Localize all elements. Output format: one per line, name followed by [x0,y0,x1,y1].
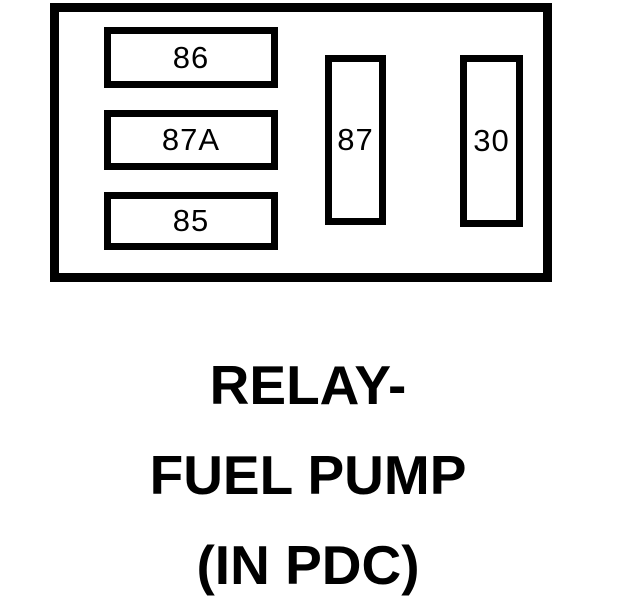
pin-box-86: 86 [104,27,278,88]
caption-line-fuel-pump: FUEL PUMP [149,444,467,506]
pin-box-87: 87 [325,55,386,225]
pin-label-30: 30 [473,123,510,158]
diagram-caption: RELAY- FUEL PUMP (IN PDC) [0,340,616,610]
pin-box-87a: 87A [104,110,278,170]
pin-label-85: 85 [172,203,210,238]
pin-box-30: 30 [460,55,523,227]
pin-label-86: 86 [172,39,210,75]
pin-box-85: 85 [104,192,278,250]
caption-line-relay: RELAY- [209,354,407,416]
caption-line-in-pdc: (IN PDC) [196,534,420,596]
pin-label-87: 87 [337,122,374,157]
pin-label-87a: 87A [161,122,221,157]
